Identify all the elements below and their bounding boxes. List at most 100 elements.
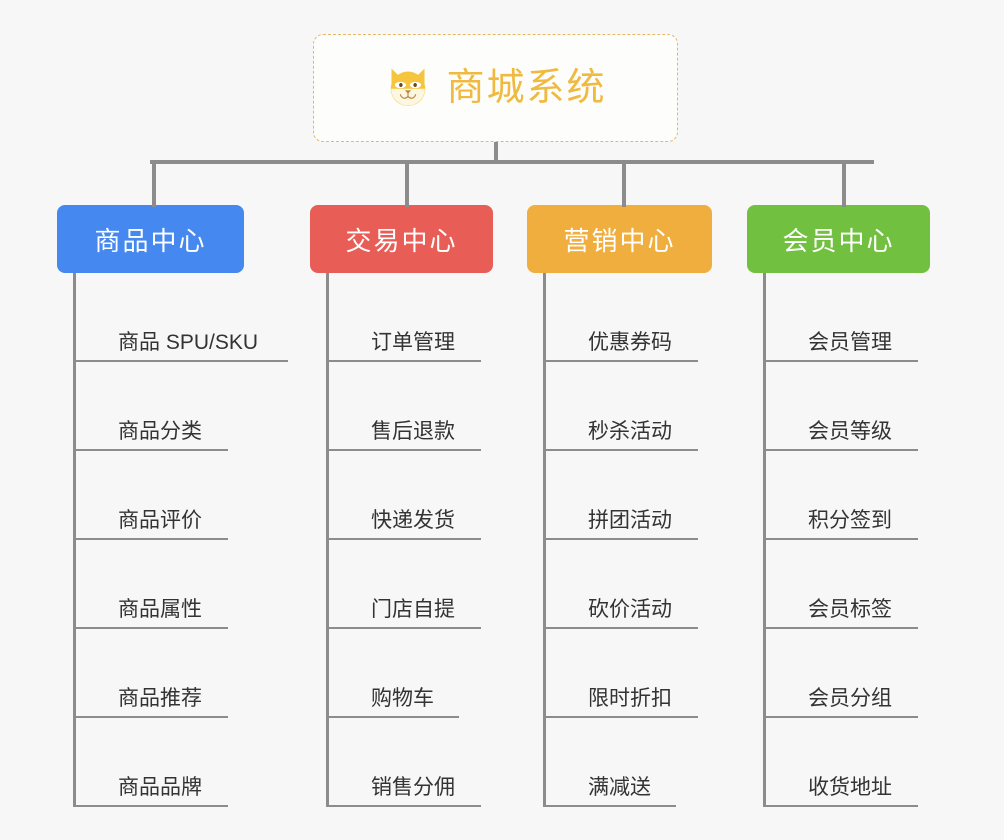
leaf-item[interactable]: 积分签到 xyxy=(763,451,918,540)
leaf-item-label: 购物车 xyxy=(371,687,434,710)
category-label-trade-center: 交易中心 xyxy=(345,225,458,256)
column-marketing-center: 营销中心优惠券码秒杀活动拼团活动砍价活动限时折扣满减送 xyxy=(527,205,712,807)
category-label-member-center: 会员中心 xyxy=(782,225,895,256)
item-list-member-center: 会员管理会员等级积分签到会员标签会员分组收货地址 xyxy=(763,273,918,807)
leaf-item[interactable]: 商品品牌 xyxy=(73,718,258,807)
leaf-item[interactable]: 秒杀活动 xyxy=(543,362,698,451)
leaf-item-rule xyxy=(73,716,228,718)
category-box-member-center[interactable]: 会员中心 xyxy=(747,205,930,273)
leaf-item-label: 会员等级 xyxy=(808,420,892,443)
leaf-item[interactable]: 订单管理 xyxy=(326,273,481,362)
leaf-item[interactable]: 商品分类 xyxy=(73,362,258,451)
leaf-item[interactable]: 砍价活动 xyxy=(543,540,698,629)
leaf-item-rule xyxy=(543,716,698,718)
connector-drop-product-center xyxy=(152,160,156,207)
spine-member-center xyxy=(763,273,766,807)
item-list-trade-center: 订单管理售后退款快递发货门店自提购物车销售分佣 xyxy=(326,273,481,807)
leaf-item-rule xyxy=(73,360,288,362)
spine-trade-center xyxy=(326,273,329,807)
leaf-item[interactable]: 销售分佣 xyxy=(326,718,481,807)
leaf-item-rule xyxy=(326,716,459,718)
leaf-item-rule xyxy=(543,627,698,629)
leaf-item[interactable]: 售后退款 xyxy=(326,362,481,451)
leaf-item-label: 限时折扣 xyxy=(588,687,672,710)
leaf-item[interactable]: 限时折扣 xyxy=(543,629,698,718)
leaf-item[interactable]: 满减送 xyxy=(543,718,676,807)
leaf-item[interactable]: 商品推荐 xyxy=(73,629,258,718)
leaf-item-rule xyxy=(326,360,481,362)
category-box-marketing-center[interactable]: 营销中心 xyxy=(527,205,712,273)
leaf-item-rule xyxy=(543,360,698,362)
root-node[interactable]: 商城系统 xyxy=(313,34,678,142)
leaf-item-label: 商品推荐 xyxy=(118,687,202,710)
leaf-item-label: 优惠券码 xyxy=(588,331,672,354)
leaf-item-rule xyxy=(763,716,918,718)
leaf-item-rule xyxy=(326,538,481,540)
item-list-marketing-center: 优惠券码秒杀活动拼团活动砍价活动限时折扣满减送 xyxy=(543,273,698,807)
shiba-dog-face-icon xyxy=(391,68,426,106)
leaf-item-rule xyxy=(326,627,481,629)
leaf-item[interactable]: 会员管理 xyxy=(763,273,918,362)
connector-root-stem xyxy=(494,142,498,164)
leaf-item-rule xyxy=(73,538,228,540)
leaf-item-label: 商品评价 xyxy=(118,509,202,532)
leaf-item-label: 快递发货 xyxy=(371,509,455,532)
leaf-item-label: 售后退款 xyxy=(371,420,455,443)
leaf-item-rule xyxy=(73,449,228,451)
connector-drop-member-center xyxy=(842,160,846,207)
leaf-item[interactable]: 拼团活动 xyxy=(543,451,698,540)
leaf-item-label: 砍价活动 xyxy=(588,598,672,621)
leaf-item[interactable]: 会员标签 xyxy=(763,540,918,629)
spine-product-center xyxy=(73,273,76,807)
leaf-item-rule xyxy=(543,538,698,540)
category-box-product-center[interactable]: 商品中心 xyxy=(57,205,244,273)
leaf-item[interactable]: 商品评价 xyxy=(73,451,258,540)
leaf-item[interactable]: 商品 SPU/SKU xyxy=(73,273,288,362)
leaf-item-rule xyxy=(763,627,918,629)
leaf-item-label: 会员分组 xyxy=(808,687,892,710)
leaf-item-rule xyxy=(73,627,228,629)
leaf-item-label: 订单管理 xyxy=(371,331,455,354)
leaf-item-label: 拼团活动 xyxy=(588,509,672,532)
leaf-item-rule xyxy=(763,449,918,451)
leaf-item-label: 商品品牌 xyxy=(118,776,202,799)
leaf-item-rule xyxy=(326,449,481,451)
leaf-item-rule xyxy=(543,805,676,807)
category-box-trade-center[interactable]: 交易中心 xyxy=(310,205,493,273)
leaf-item-label: 商品分类 xyxy=(118,420,202,443)
leaf-item-label: 会员管理 xyxy=(808,331,892,354)
connector-drop-trade-center xyxy=(405,160,409,207)
leaf-item-rule xyxy=(73,805,228,807)
leaf-item[interactable]: 收货地址 xyxy=(763,718,918,807)
item-list-product-center: 商品 SPU/SKU 商品分类商品评价商品属性商品推荐商品品牌 xyxy=(73,273,288,807)
leaf-item-rule xyxy=(543,449,698,451)
column-product-center: 商品中心商品 SPU/SKU 商品分类商品评价商品属性商品推荐商品品牌 xyxy=(57,205,288,807)
category-label-marketing-center: 营销中心 xyxy=(563,225,676,256)
leaf-item[interactable]: 门店自提 xyxy=(326,540,481,629)
leaf-item-rule xyxy=(326,805,481,807)
leaf-item-label: 秒杀活动 xyxy=(588,420,672,443)
leaf-item-label: 商品 SPU/SKU xyxy=(118,331,259,354)
root-title: 商城系统 xyxy=(446,67,607,109)
leaf-item-label: 满减送 xyxy=(588,776,651,799)
leaf-item-label: 收货地址 xyxy=(808,776,892,799)
connector-horizontal-bus xyxy=(150,160,874,164)
leaf-item-rule xyxy=(763,538,918,540)
leaf-item-label: 会员标签 xyxy=(808,598,892,621)
leaf-item[interactable]: 会员等级 xyxy=(763,362,918,451)
leaf-item-rule xyxy=(763,360,918,362)
connector-drop-marketing-center xyxy=(622,160,626,207)
category-label-product-center: 商品中心 xyxy=(94,225,207,256)
leaf-item-label: 积分签到 xyxy=(808,509,892,532)
leaf-item[interactable]: 会员分组 xyxy=(763,629,918,718)
column-member-center: 会员中心会员管理会员等级积分签到会员标签会员分组收货地址 xyxy=(747,205,930,807)
leaf-item[interactable]: 优惠券码 xyxy=(543,273,698,362)
leaf-item-label: 商品属性 xyxy=(118,598,202,621)
leaf-item[interactable]: 商品属性 xyxy=(73,540,258,629)
column-trade-center: 交易中心订单管理售后退款快递发货门店自提购物车销售分佣 xyxy=(310,205,493,807)
leaf-item-label: 门店自提 xyxy=(371,598,455,621)
leaf-item[interactable]: 购物车 xyxy=(326,629,459,718)
leaf-item[interactable]: 快递发货 xyxy=(326,451,481,540)
leaf-item-label: 销售分佣 xyxy=(371,776,455,799)
